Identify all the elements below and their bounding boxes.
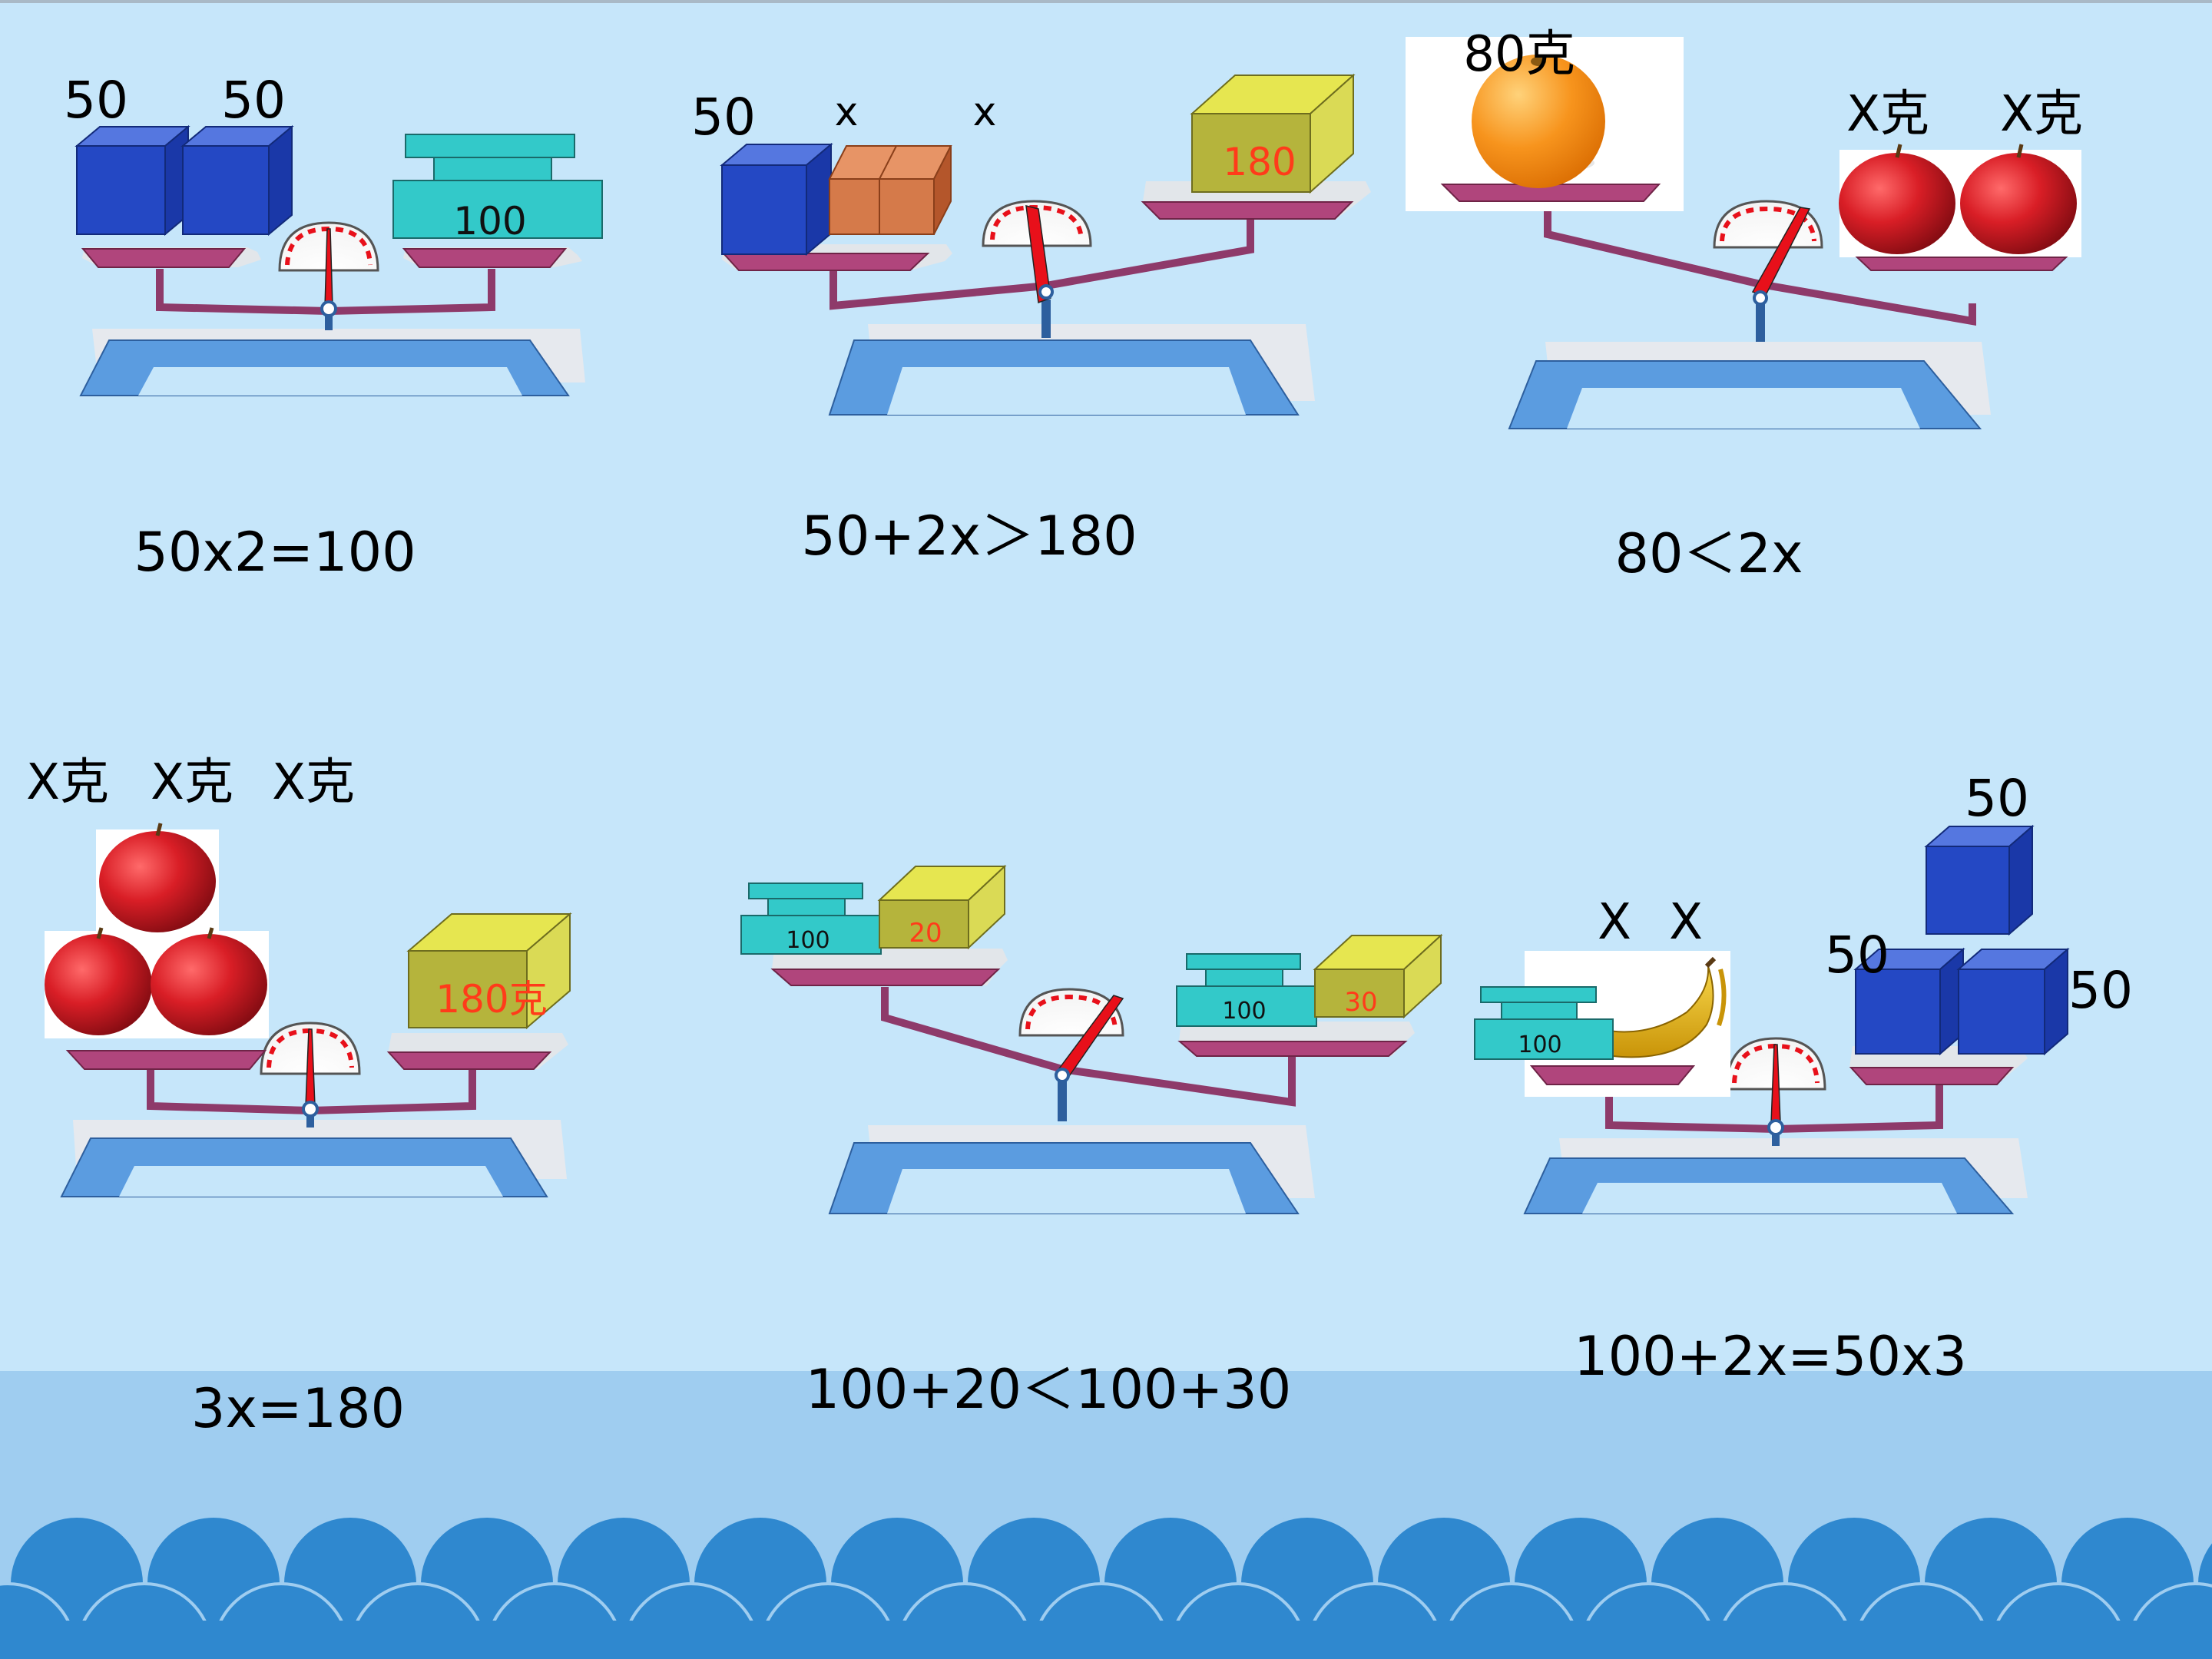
scale-1-left-cube-1 — [77, 127, 188, 234]
scale-5-left-weight-label: 100 — [786, 927, 830, 954]
scale-6-right-cube-top — [1926, 826, 2032, 934]
scale-1-equation: 50x2=100 — [134, 521, 416, 584]
scale-5-equation: 100+20＜100+30 — [806, 1358, 1292, 1421]
scale-1-left-label-2: 50 — [221, 71, 286, 130]
scale-1-base — [81, 329, 585, 396]
scale-3-right-label-2: X克 — [2000, 86, 2083, 143]
scale-2-left-label-2: x — [835, 89, 859, 135]
scale-4-left-label-1: X克 — [26, 754, 109, 811]
scale-6-base — [1525, 1138, 2028, 1214]
scale-2-right-block-label: 180 — [1223, 140, 1296, 184]
scale-6-equation: 100+2x=50x3 — [1574, 1325, 1967, 1388]
scale-6-left-weight-label: 100 — [1518, 1031, 1561, 1058]
scale-2-base — [830, 324, 1315, 415]
scale-5-right-weight-label: 100 — [1222, 998, 1266, 1025]
scale-5-left-block-label: 20 — [909, 918, 942, 949]
scale-1-left-pan — [82, 247, 261, 267]
scale-3-equation: 80＜2x — [1614, 522, 1803, 585]
scale-1-left-label-1: 50 — [64, 71, 128, 130]
scale-4-right-block-label: 180克 — [435, 977, 547, 1022]
scale-2-left-label-1: 50 — [691, 88, 756, 147]
scale-6-left-label-2: X — [1669, 894, 1703, 951]
scale-1-right-pan — [403, 247, 582, 267]
scale-3-left-label: 80克 — [1463, 26, 1575, 83]
scale-5-left-weight: 100 — [741, 883, 881, 954]
scale-6-right-cube-right — [1959, 949, 2068, 1054]
scale-2-left-label-3: x — [973, 89, 997, 135]
scale-4-right-pan — [388, 1033, 568, 1069]
scale-3-base — [1509, 342, 1991, 429]
scale-2-right-block: 180 — [1192, 75, 1353, 192]
scale-6-left-weight: 100 — [1475, 987, 1613, 1059]
scale-6-right-label-left: 50 — [1825, 926, 1889, 985]
scale-4-left-label-3: X克 — [272, 754, 355, 811]
scale-5-right-block-label: 30 — [1344, 987, 1377, 1018]
wave-fill — [0, 1621, 2212, 1659]
scale-1-right-weight-label: 100 — [453, 199, 526, 243]
scale-6-right-label-top: 50 — [1965, 769, 2029, 828]
scale-4-equation: 3x=180 — [191, 1377, 405, 1440]
scale-4-left-label-2: X克 — [151, 754, 233, 811]
top-border-line — [0, 0, 2212, 3]
scale-6-left-label-1: X — [1598, 894, 1631, 951]
scale-3-right-label-1: X克 — [1846, 86, 1929, 143]
scale-6-right-label-right: 50 — [2068, 961, 2133, 1020]
scale-1-right-weight: 100 — [393, 134, 602, 243]
scale-4-right-block: 180克 — [409, 914, 570, 1028]
scale-2-equation: 50+2x＞180 — [801, 505, 1137, 568]
scale-2-left-brick-2 — [879, 146, 951, 234]
scale-5-base — [830, 1125, 1315, 1214]
scale-5-right-weight: 100 — [1177, 954, 1316, 1026]
scale-4-base — [61, 1120, 567, 1197]
scale-2-left-cube — [722, 144, 831, 254]
scale-1-left-cube-2 — [183, 127, 292, 234]
